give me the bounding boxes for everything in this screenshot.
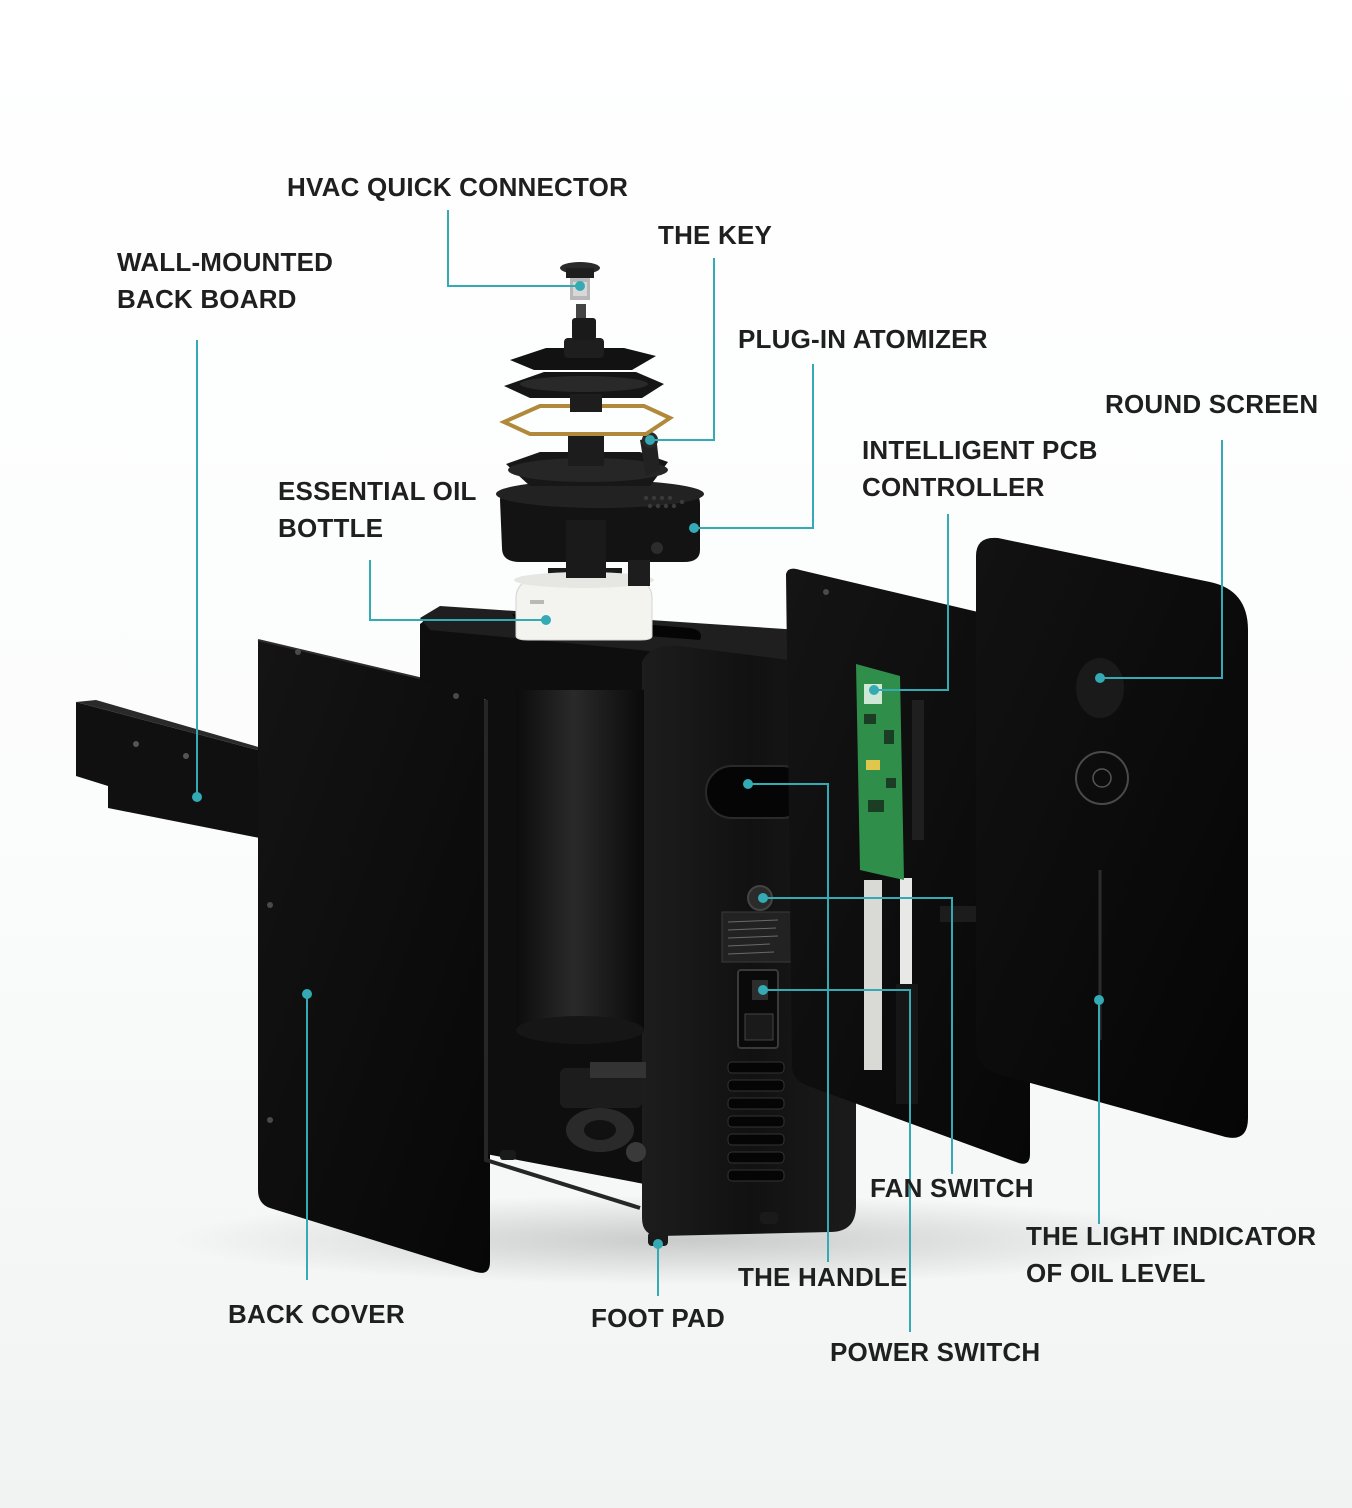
- pcb-panel-part: [786, 568, 1030, 1164]
- label-the-key: THE KEY: [658, 217, 772, 254]
- label-round-screen: ROUND SCREEN: [1105, 386, 1318, 423]
- label-line: WALL-MOUNTED: [117, 247, 334, 277]
- label-light-indicator-oil-level: THE LIGHT INDICATOR OF OIL LEVEL: [1026, 1218, 1316, 1292]
- plug-in-atomizer-part: [496, 480, 704, 586]
- label-line: OF OIL LEVEL: [1026, 1258, 1206, 1288]
- dot-fan-switch: [758, 893, 768, 903]
- leader-intelligent-pcb-controller: [874, 514, 949, 691]
- control-ring: [1075, 751, 1129, 805]
- dot-light-indicator-oil-level: [1094, 995, 1104, 1005]
- leader-lines: [196, 210, 1223, 1332]
- label-line: THE LIGHT INDICATOR: [1026, 1221, 1317, 1251]
- label-line: ESSENTIAL OIL: [278, 476, 477, 506]
- the-key-part: [499, 318, 675, 486]
- intelligent-pcb-part: [856, 664, 904, 1070]
- vent-slots: [727, 1061, 785, 1182]
- dot-plug-in-atomizer: [689, 523, 699, 533]
- leader-power-switch: [763, 989, 911, 1332]
- dot-foot-pad: [653, 1239, 663, 1249]
- label-the-handle: THE HANDLE: [738, 1259, 908, 1296]
- label-line: FOOT PAD: [591, 1303, 725, 1333]
- dot-intelligent-pcb-controller: [869, 685, 879, 695]
- dot-essential-oil-bottle: [541, 615, 551, 625]
- label-foot-pad: FOOT PAD: [591, 1300, 725, 1337]
- leader-essential-oil-bottle: [369, 560, 546, 621]
- label-line: BOTTLE: [278, 513, 384, 543]
- label-line: CONTROLLER: [862, 472, 1045, 502]
- leader-hvac-quick-connector: [447, 210, 580, 287]
- label-fan-switch: FAN SWITCH: [870, 1170, 1034, 1207]
- label-power-switch: POWER SWITCH: [830, 1334, 1040, 1371]
- label-wall-mounted-back-board: WALL-MOUNTED BACK BOARD: [117, 244, 333, 318]
- label-line: BACK COVER: [228, 1299, 405, 1329]
- dot-the-key: [645, 435, 655, 445]
- label-line: FAN SWITCH: [870, 1173, 1034, 1203]
- dot-power-switch: [758, 985, 768, 995]
- label-back-cover: BACK COVER: [228, 1296, 405, 1333]
- round-screen-display: [1076, 658, 1124, 718]
- leader-plug-in-atomizer: [694, 364, 814, 529]
- leader-round-screen: [1100, 440, 1223, 679]
- pump-mechanism: [560, 1062, 646, 1162]
- label-plug-in-atomizer: PLUG-IN ATOMIZER: [738, 321, 988, 358]
- label-line: POWER SWITCH: [830, 1337, 1041, 1367]
- label-line: INTELLIGENT PCB: [862, 435, 1098, 465]
- leader-dots: [192, 281, 1105, 1249]
- dot-hvac-quick-connector: [575, 281, 585, 291]
- label-line: ROUND SCREEN: [1105, 389, 1319, 419]
- label-line: THE KEY: [658, 220, 773, 250]
- leader-fan-switch: [763, 897, 953, 1174]
- leader-the-key: [650, 258, 715, 441]
- dot-back-cover: [302, 989, 312, 999]
- dot-round-screen: [1095, 673, 1105, 683]
- dot-the-handle: [743, 779, 753, 789]
- label-hvac-quick-connector: HVAC QUICK CONNECTOR: [287, 169, 628, 206]
- front-panel-part: [976, 537, 1248, 1138]
- back-cover-part: [257, 639, 490, 1273]
- leader-the-handle: [748, 783, 829, 1262]
- dot-wall-mounted-back-board: [192, 792, 202, 802]
- label-essential-oil-bottle: ESSENTIAL OIL BOTTLE: [278, 473, 477, 547]
- label-line: THE HANDLE: [738, 1262, 908, 1292]
- essential-oil-bottle-part: [514, 568, 654, 641]
- label-line: PLUG-IN ATOMIZER: [738, 324, 988, 354]
- label-intelligent-pcb-controller: INTELLIGENT PCB CONTROLLER: [862, 432, 1098, 506]
- label-line: BACK BOARD: [117, 284, 297, 314]
- label-line: HVAC QUICK CONNECTOR: [287, 172, 629, 202]
